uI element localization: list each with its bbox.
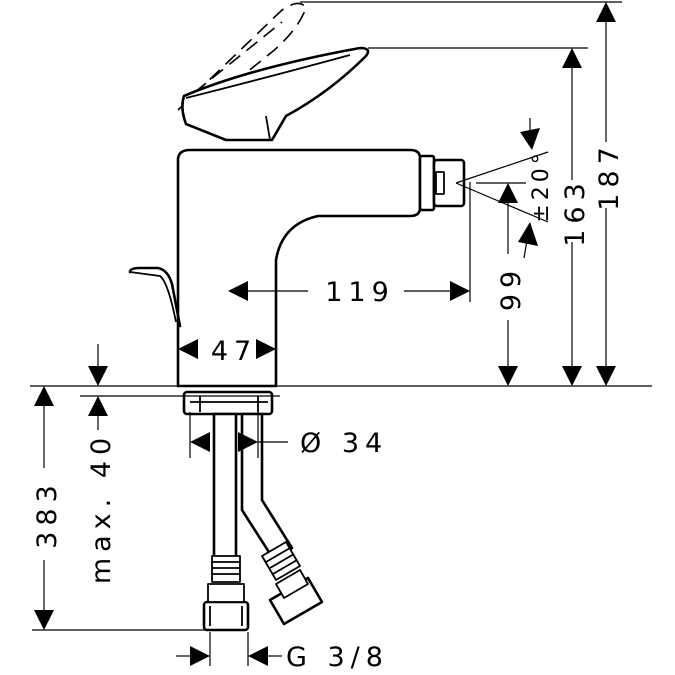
angle-ray-down [455,182,549,223]
dim-163-arrow-top [562,48,582,68]
dim-187-label: 187 [594,141,625,211]
dim-g38-arrow-left [190,646,210,666]
dim-angle-label: ±20° [529,149,554,222]
dim-119-label: 119 [325,277,395,308]
dim-99-arrow-bottom [498,366,518,386]
raised-lever-inner [194,21,283,93]
hose-right-nut-neck [275,569,309,599]
dim-34-label: Ø 34 [300,428,388,459]
dim-47-label: 47 [211,336,257,367]
hose-left-nut-neck [207,583,245,603]
dim-383-arrow-bottom [34,610,54,630]
dim-g38-label: G 3/8 [286,642,389,673]
dim-max40-arrow-bottom [88,396,108,416]
lever-handle-highlight [185,54,351,99]
dim-163-arrow-bottom [562,366,582,386]
dim-max40-label: max. 40 [86,432,117,584]
dim-34-arrow-left [190,432,210,452]
angle-arrow-up [520,128,540,150]
aerator-mesh [435,171,445,195]
angle-arrow-down [518,222,538,246]
dim-99-arrow-top [498,183,518,203]
hose-right-crimp-ridges [265,547,298,575]
lever-handle [181,46,370,142]
dim-383-arrow-top [34,386,54,406]
dim-163-label: 163 [560,177,591,247]
dim-max40-arrow-top [88,366,108,386]
dim-47-arrow-left [178,339,198,359]
hose-left-crimp-ridges [212,561,240,575]
dim-119-arrow-left [228,281,248,301]
angle-ray-up [455,151,549,184]
lever-handle-joint [265,115,271,141]
dim-99-label: 99 [496,265,527,311]
hose-left-crimp [211,555,241,583]
dim-119-arrow-right [450,281,470,301]
dim-47-arrow-right [256,339,276,359]
popup-rod [128,266,182,328]
hose-left-nut-flats [209,606,243,626]
dim-187-arrow-bottom [596,366,616,386]
dim-g38-arrow-right [248,646,268,666]
popup-rod-lower [129,271,177,323]
supply-hose-left [212,412,238,574]
aerator-collar [418,154,436,212]
dim-34-arrow-right [238,432,258,452]
mounting-nut-detail [190,396,268,412]
supply-hose-right [240,412,294,562]
dim-383-label: 383 [32,479,63,549]
dim-187-arrow-top [596,2,616,22]
